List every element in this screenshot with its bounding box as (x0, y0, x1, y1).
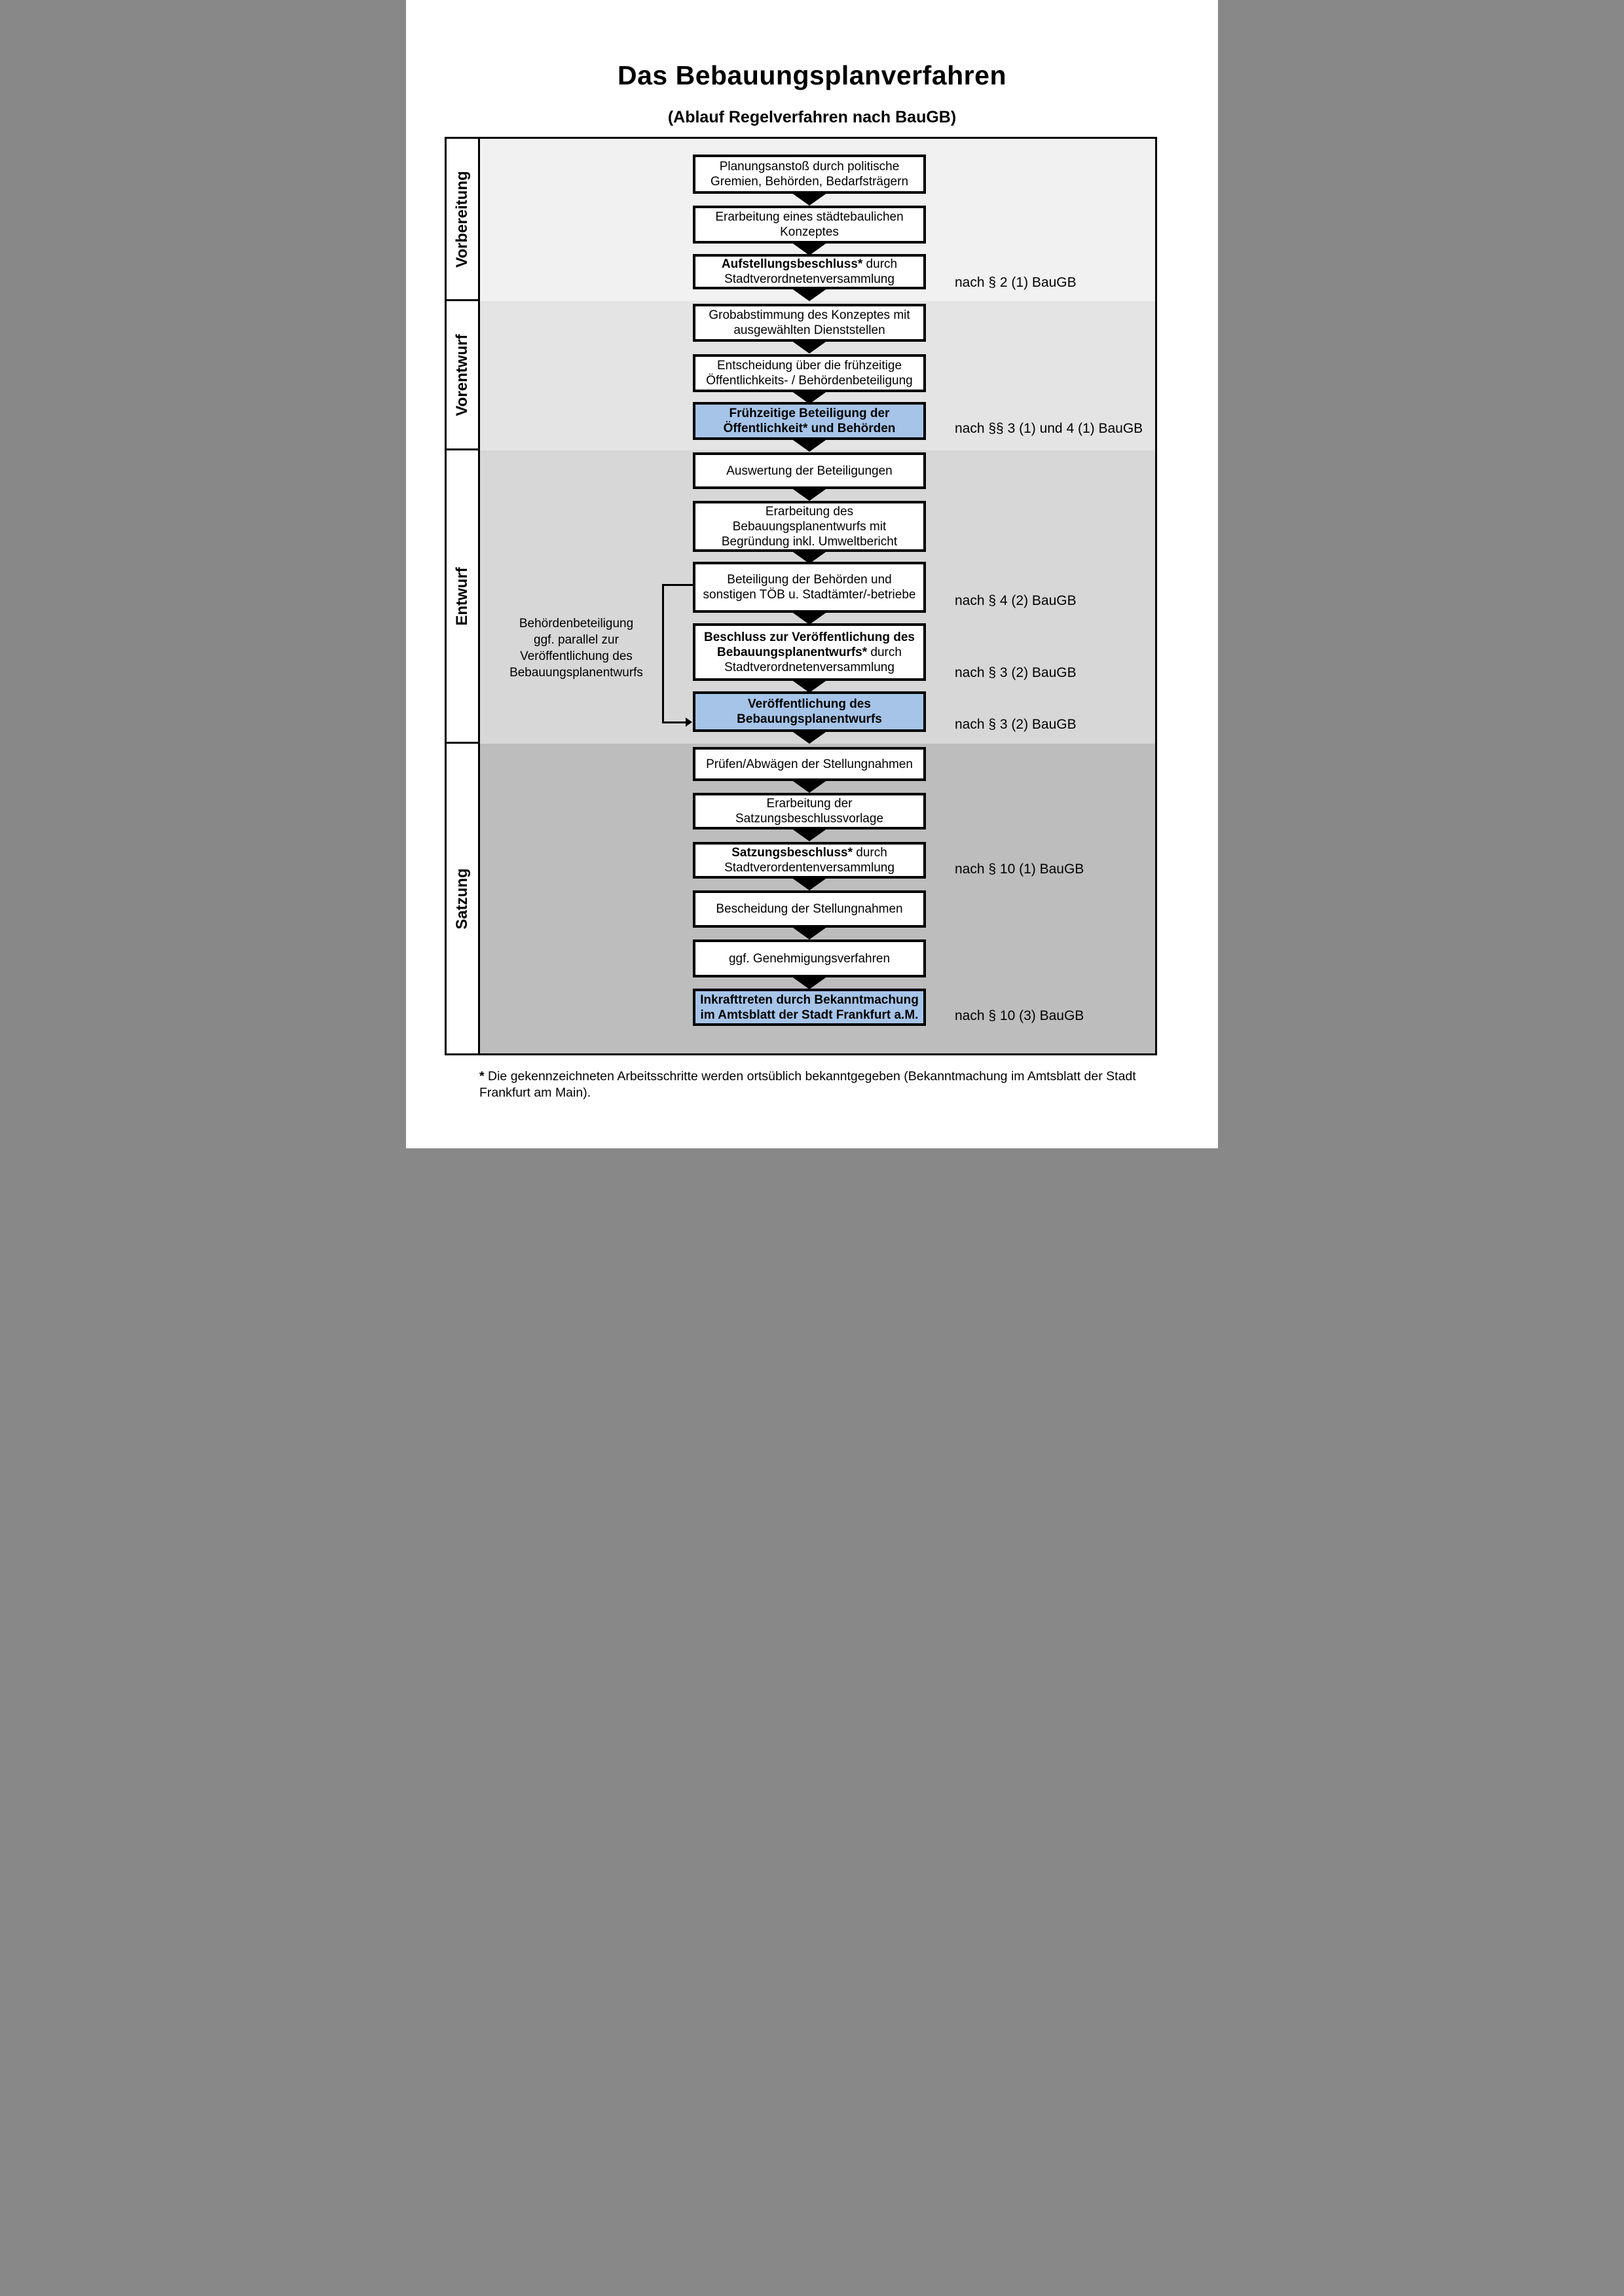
flow-box-line: Erarbeitung des (765, 504, 854, 519)
side-note-line: Bebauungsplanentwurfs (509, 666, 643, 680)
connector-arrow-right-icon (686, 718, 692, 727)
flow-box-line: Bebauungsplanentwurfs mit (732, 519, 887, 534)
flow-box-line: Frühzeitige Beteiligung der (729, 407, 890, 420)
side-note-line: Veröffentlichung des (520, 649, 633, 663)
legal-reference: nach §§ 3 (1) und 4 (1) BauGB (955, 421, 1143, 436)
arrow-down-icon (791, 192, 828, 206)
flow-box-line: Entscheidung über die frühzeitige (716, 359, 902, 373)
arrow-down-icon (791, 439, 828, 452)
flow-box-line: Bebauungsplanentwurfs* durch (717, 645, 902, 659)
flow-box-line: Öffentlichkeits- / Behördenbeteiligung (706, 374, 913, 388)
flow-box-line: Erarbeitung der (766, 797, 853, 811)
page-subtitle: (Ablauf Regelverfahren nach BauGB) (667, 108, 957, 126)
flow-box-7: Auswertung der Beteiligungen (693, 452, 926, 489)
flow-box-line: Satzungsbeschluss* durch (731, 846, 887, 860)
arrow-down-icon (791, 488, 828, 501)
flow-box-line: Bescheidung der Stellungnahmen (716, 902, 903, 916)
phase-label-cell: Satzung (447, 744, 480, 1053)
flow-box-line: Aufstellungsbeschluss* durch (721, 257, 898, 271)
legal-reference: nach § 3 (2) BauGB (955, 665, 1077, 680)
side-note-line: Behördenbeteiligung (519, 617, 634, 630)
arrow-down-icon (791, 926, 828, 939)
legal-reference: nach § 2 (1) BauGB (955, 275, 1077, 290)
flow-box-15: Bescheidung der Stellungnahmen (693, 890, 926, 928)
flow-box-line: ggf. Genehmigungsverfahren (728, 951, 891, 966)
arrow-down-icon (791, 976, 828, 989)
arrow-down-icon (791, 877, 828, 890)
flow-box-12: Prüfen/Abwägen der Stellungnahmen (693, 747, 926, 781)
legal-reference: nach § 10 (1) BauGB (955, 862, 1084, 877)
legal-reference: nach § 10 (3) BauGB (955, 1008, 1084, 1023)
arrow-down-icon (791, 828, 828, 841)
connector-line-bottom (662, 721, 686, 723)
arrow-down-icon (791, 242, 828, 255)
phase-label-cell: Vorbereitung (447, 139, 480, 301)
flow-box-line: Beteiligung der Behörden und (727, 573, 892, 587)
arrow-down-icon (791, 391, 828, 404)
legal-reference: nach § 4 (2) BauGB (955, 593, 1077, 608)
arrow-down-icon (791, 680, 828, 693)
connector-line-vertical (662, 584, 664, 723)
flow-box-line: sonstigen TÖB u. Stadtämter/-betriebe (703, 588, 916, 602)
arrow-down-icon (791, 340, 828, 354)
side-note-line: ggf. parallel zur (534, 633, 619, 647)
page-title: Das Bebauungsplanverfahren (618, 60, 1006, 90)
arrow-down-icon (791, 731, 828, 744)
flow-box-line: Begründung inkl. Umweltbericht (721, 534, 898, 549)
flow-box-line: Auswertung der Beteiligungen (726, 464, 893, 478)
phase-label-vorentwurf: Vorentwurf (453, 334, 471, 416)
flow-box-line: Konzeptes (780, 225, 839, 239)
flow-box-line: Grobabstimmung des Konzeptes mit (709, 308, 910, 322)
flow-box-line: Stadtverordnetenversammlung (724, 660, 895, 674)
footnote: * Die gekennzeichneten Arbeitsschritte w… (479, 1068, 1173, 1101)
arrow-down-icon (791, 288, 828, 301)
flow-box-line: Erarbeitung eines städtebaulichen (715, 210, 904, 224)
phase-label-vorbereitung: Vorbereitung (453, 170, 471, 268)
flow-box-line: Bebauungsplanentwurfs (737, 712, 882, 726)
flow-box-line: Stadtverordentenversammlung (724, 861, 895, 875)
flow-box-16: ggf. Genehmigungsverfahren (693, 939, 926, 977)
footnote-asterisk: * (479, 1069, 485, 1084)
flow-box-line: Stadtverordnetenversammlung (724, 272, 895, 286)
page: Das Bebauungsplanverfahren (Ablauf Regel… (406, 0, 1218, 1148)
flow-box-line: Beschluss zur Veröffentlichung des (703, 630, 915, 644)
connector-line-top (662, 584, 693, 586)
phase-label-satzung: Satzung (453, 867, 471, 930)
arrow-down-icon (791, 611, 828, 625)
phase-label-cell: Entwurf (447, 450, 480, 744)
flow-box-line: Veröffentlichung des (748, 697, 871, 711)
legal-reference: nach § 3 (2) BauGB (955, 717, 1077, 732)
flow-box-line: im Amtsblatt der Stadt Frankfurt a.M. (700, 1008, 919, 1022)
arrow-down-icon (791, 551, 828, 564)
flow-box-line: Öffentlichkeit* und Behörden (723, 422, 896, 435)
flow-box-line: Prüfen/Abwägen der Stellungnahmen (706, 757, 913, 771)
flow-box-line: Gremien, Behörden, Bedarfsträgern (710, 175, 909, 189)
phase-label-cell: Vorentwurf (447, 301, 480, 450)
flow-box-line: ausgewählten Dienststellen (733, 323, 885, 337)
arrow-down-icon (791, 780, 828, 793)
flow-box-line: Inkrafttreten durch Bekanntmachung (700, 993, 919, 1007)
footnote-text: Die gekennzeichneten Arbeitsschritte wer… (479, 1069, 1136, 1100)
flow-box-line: Satzungsbeschlussvorlage (735, 812, 884, 826)
phase-label-entwurf: Entwurf (453, 566, 471, 626)
flow-box-line: Planungsanstoß durch politische (719, 160, 900, 173)
